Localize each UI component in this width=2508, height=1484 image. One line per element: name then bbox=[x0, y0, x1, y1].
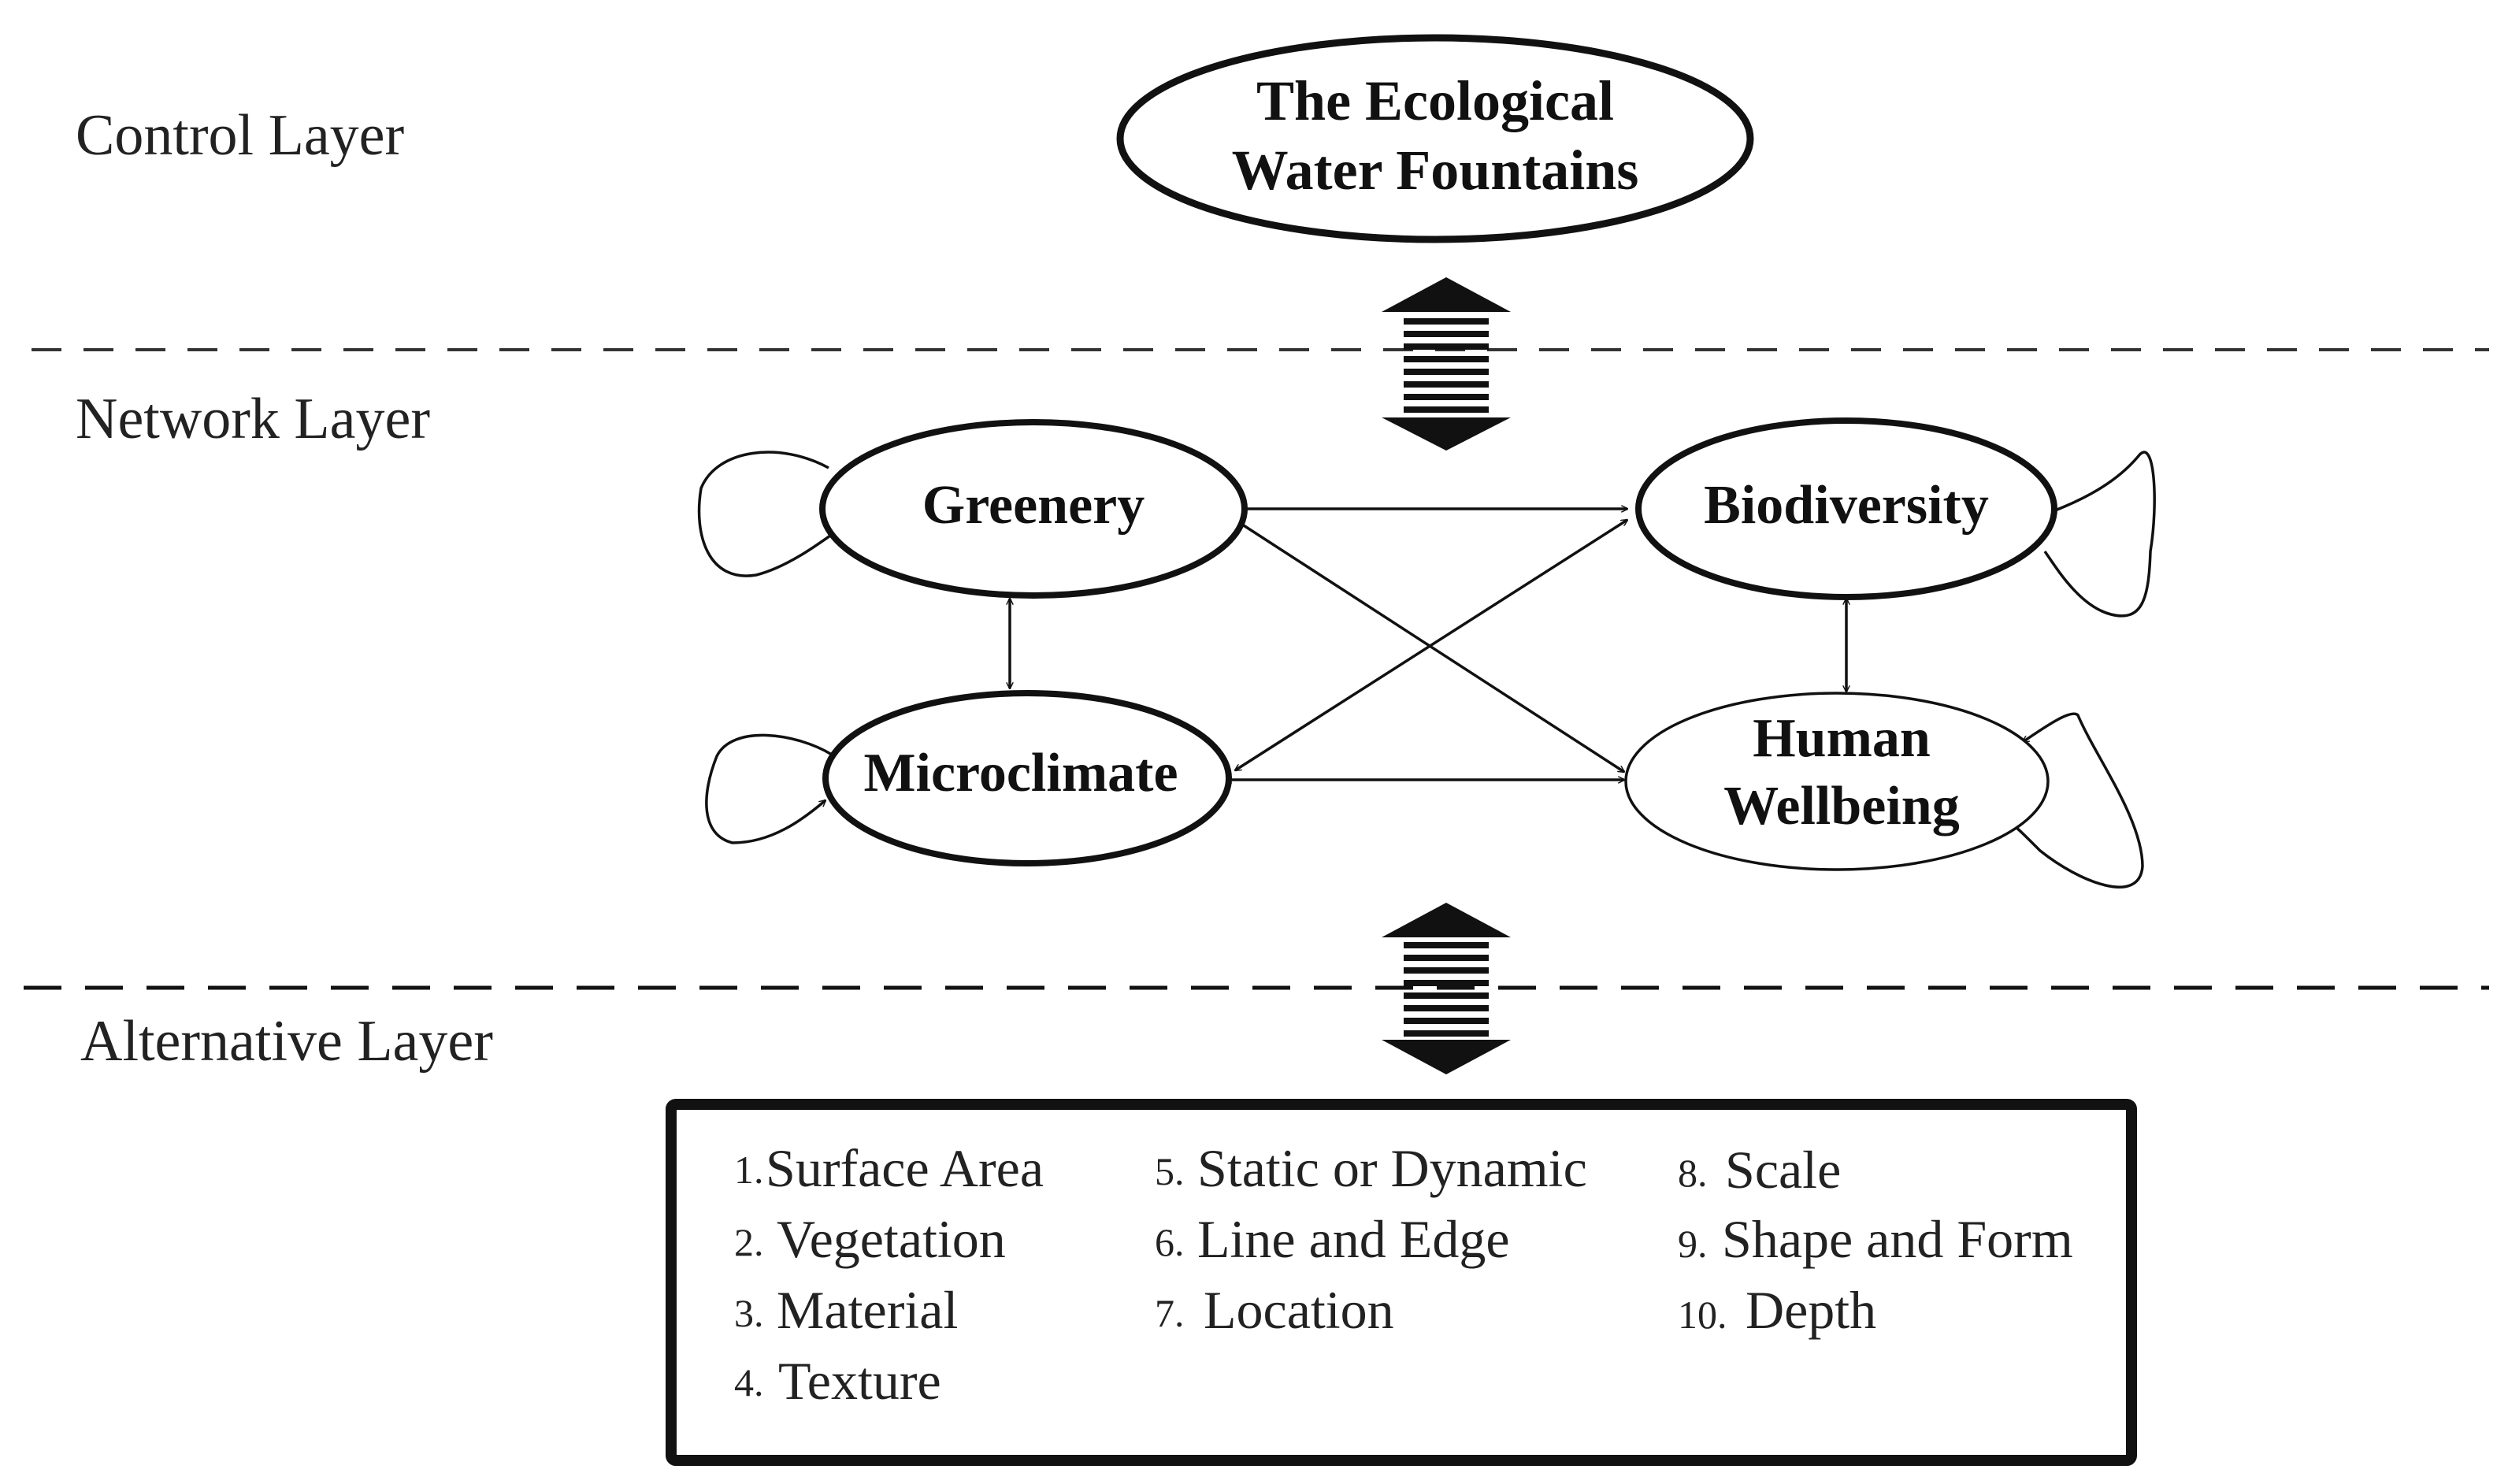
self-loops bbox=[697, 451, 2156, 889]
biodiversity-microclimate-link bbox=[1235, 518, 1627, 772]
greenery-label: Greenery bbox=[922, 475, 1145, 536]
alternative-item: 9. Shape and Form bbox=[1678, 1209, 2073, 1269]
microclimate-node: Microclimate bbox=[822, 690, 1232, 866]
network-connections bbox=[1010, 509, 1846, 780]
alternative-item: 6. Line and Edge bbox=[1155, 1209, 1510, 1269]
alternative-item-label: Texture bbox=[778, 1351, 941, 1411]
alternative-item: 4. Texture bbox=[734, 1351, 941, 1411]
greenery-node: Greenery bbox=[819, 419, 1248, 599]
alternative-item: 8. Scale bbox=[1678, 1140, 1841, 1200]
alternative-item: 5. Static or Dynamic bbox=[1155, 1138, 1587, 1198]
alternative-layer-label: Alternative Layer bbox=[80, 1009, 493, 1074]
alternative-item-number: 9. bbox=[1678, 1222, 1708, 1266]
alternative-item-label: Depth bbox=[1746, 1280, 1876, 1340]
biodiversity-node: Biodiversity bbox=[1635, 417, 2057, 600]
human-wellbeing-line2: Wellbeing bbox=[1723, 776, 1959, 837]
alternative-item-number: 10. bbox=[1678, 1293, 1727, 1337]
alternative-item: 7. Location bbox=[1155, 1280, 1394, 1340]
alternative-item-label: Location bbox=[1204, 1280, 1394, 1340]
alternative-item: 1. Surface Area bbox=[734, 1138, 1044, 1198]
alternative-item-number: 2. bbox=[734, 1220, 764, 1264]
control-layer-label: Control Layer bbox=[76, 103, 404, 168]
alternative-item-number: 5. bbox=[1155, 1149, 1185, 1193]
control-node-line1: The Ecological bbox=[1256, 69, 1614, 132]
control-network-arrow bbox=[1382, 277, 1511, 451]
human-wellbeing-node: Human Wellbeing bbox=[1624, 692, 2050, 871]
network-layer-label: Network Layer bbox=[76, 387, 430, 451]
microclimate-label: Microclimate bbox=[863, 743, 1178, 803]
network-alternative-arrow bbox=[1382, 903, 1511, 1074]
alternative-item-label: Shape and Form bbox=[1722, 1209, 2073, 1269]
alternative-item-label: Line and Edge bbox=[1197, 1209, 1510, 1269]
alternatives-list: 1. Surface Area 2. Vegetation 3. Materia… bbox=[734, 1138, 2073, 1411]
alternative-item: 3. Material bbox=[734, 1280, 958, 1340]
control-node: The Ecological Water Fountains bbox=[1116, 34, 1754, 243]
alternative-item-number: 1. bbox=[734, 1148, 764, 1192]
alternative-item-label: Surface Area bbox=[766, 1138, 1044, 1198]
alternative-item-number: 8. bbox=[1678, 1151, 1708, 1195]
microclimate-self-loop bbox=[705, 733, 833, 844]
control-node-line2: Water Fountains bbox=[1232, 139, 1639, 202]
alternative-item-number: 7. bbox=[1155, 1291, 1185, 1335]
human-wellbeing-line1: Human bbox=[1753, 708, 1931, 769]
greenery-self-loop bbox=[697, 451, 841, 577]
alternative-item-number: 3. bbox=[734, 1291, 764, 1335]
alternative-item-number: 6. bbox=[1155, 1220, 1185, 1264]
alternative-item-number: 4. bbox=[734, 1360, 764, 1404]
alternative-item-label: Static or Dynamic bbox=[1197, 1138, 1587, 1198]
alternative-item: 2. Vegetation bbox=[734, 1209, 1006, 1269]
alternative-item-label: Vegetation bbox=[777, 1209, 1006, 1269]
alternative-item-label: Scale bbox=[1725, 1140, 1841, 1200]
biodiversity-self-loop bbox=[2043, 451, 2156, 618]
alternative-item-label: Material bbox=[777, 1280, 958, 1340]
human-wellbeing-self-loop bbox=[2013, 712, 2144, 889]
biodiversity-label: Biodiversity bbox=[1704, 475, 1989, 536]
alternatives-box bbox=[666, 1099, 2137, 1466]
alternative-item: 10. Depth bbox=[1678, 1280, 1876, 1340]
